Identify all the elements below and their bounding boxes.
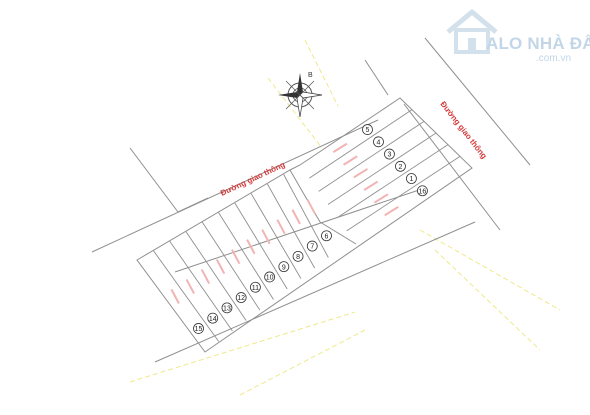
lot-number: 9 (282, 264, 286, 271)
lot-marker-8: 8 (292, 250, 304, 262)
lot-number: 11 (252, 285, 259, 292)
lot-marker-6: 6 (321, 230, 332, 242)
lot-marker-15: 15 (193, 323, 204, 334)
lot-marker-7: 7 (306, 240, 318, 252)
lot-divider (318, 120, 425, 192)
lot-area-text-mark (373, 193, 389, 204)
lot-area-text-mark (185, 278, 195, 295)
lot-area-text-mark (231, 249, 241, 265)
lot-divider (346, 155, 461, 232)
lot-divider (250, 193, 302, 279)
lot-number: 4 (377, 139, 381, 146)
guide-lines (129, 39, 561, 396)
lot-area-text-mark (291, 209, 301, 225)
lot-divider (185, 231, 247, 321)
right-block-dividers (309, 109, 461, 232)
lot-divider (218, 212, 274, 300)
lot-divider (309, 109, 413, 179)
upper-row-dividers (152, 174, 329, 342)
lot-divider (267, 183, 315, 269)
dimension-marks (170, 142, 399, 304)
lot-number: 2 (399, 164, 403, 171)
lot-area-text-mark (353, 168, 368, 179)
lot-divider (169, 240, 233, 332)
lot-number: 8 (296, 254, 300, 261)
lot-marker-9: 9 (278, 261, 290, 273)
lot-number: 1 (409, 176, 413, 183)
lot-number: 13 (223, 305, 231, 312)
lot-divider (283, 174, 329, 258)
road-label-right: Đường giao thông (438, 100, 488, 161)
lot-number: 6 (325, 233, 329, 240)
lot-number: 15 (195, 326, 203, 333)
lot-divider (337, 144, 449, 219)
lot-number: 7 (310, 244, 314, 251)
lot-number: 16 (419, 188, 427, 195)
lot-marker-13: 13 (221, 302, 233, 314)
lot-marker-14: 14 (207, 312, 219, 324)
lot-marker-3: 3 (384, 148, 395, 160)
lot-area-text-mark (276, 219, 286, 235)
lot-marker-2: 2 (395, 160, 406, 172)
lot-marker-5: 5 (362, 124, 373, 135)
lot-number: 3 (388, 152, 392, 159)
lot-divider (201, 221, 261, 311)
lot-marker-12: 12 (235, 292, 247, 303)
lot-marker-16: 16 (417, 185, 428, 197)
lot-divider (152, 250, 220, 342)
lot-area-text-mark (306, 199, 316, 215)
lot-number: 10 (266, 275, 274, 282)
lot-area-text-mark (261, 229, 271, 245)
lot-divider (327, 132, 437, 205)
compass-north-label: B (308, 72, 313, 79)
lot-marker-10: 10 (264, 271, 276, 283)
lot-area-text-mark (215, 259, 226, 275)
lot-marker-4: 4 (373, 136, 384, 148)
lot-number: 12 (237, 295, 245, 302)
lot-area-text-mark (363, 180, 379, 191)
lot-divider (234, 202, 288, 290)
lot-area-text-mark (332, 142, 348, 153)
lot-area-text-mark (170, 288, 180, 304)
lot-area-text-mark (246, 239, 256, 255)
lot-number: 5 (366, 127, 370, 134)
lot-area-text-mark (343, 155, 358, 166)
lot-marker-1: 1 (406, 173, 417, 184)
lot-outline (136, 97, 473, 353)
road-lines (91, 37, 531, 363)
lot-area-text-mark (384, 205, 399, 217)
lot-area-text-mark (200, 268, 211, 285)
lot-number: 14 (209, 316, 217, 323)
lot-marker-11: 11 (249, 281, 261, 293)
compass-icon: B (278, 72, 323, 118)
